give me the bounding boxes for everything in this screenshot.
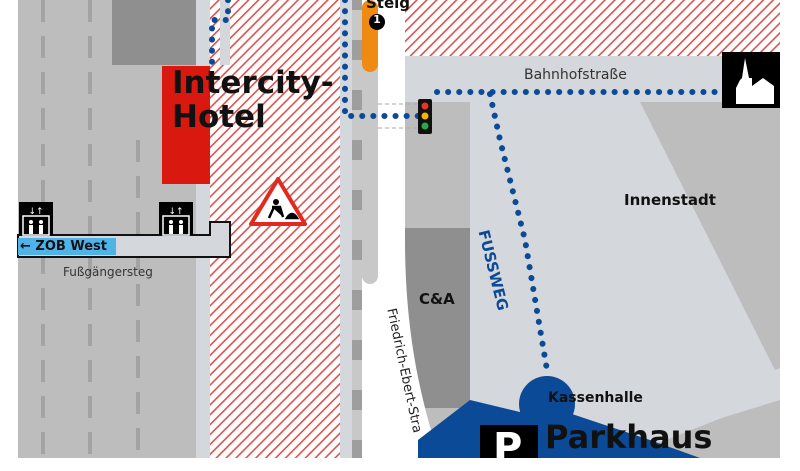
zob-west-sign[interactable] <box>18 238 116 255</box>
footpath-dots <box>209 0 723 379</box>
traffic-light-icon <box>418 99 432 134</box>
zob-west-label[interactable]: ← ZOB West <box>20 238 107 255</box>
hotel-label-line1: Intercity- <box>172 65 334 101</box>
svg-text:↓↑: ↓↑ <box>28 207 43 217</box>
elevator-icon: ↓↑ <box>19 202 53 236</box>
innenstadt-label: Innenstadt <box>624 191 716 209</box>
parking-symbol: P <box>493 425 523 471</box>
friedrich-ebert-strasse <box>362 0 440 458</box>
parkhaus-label: Parkhaus <box>545 418 713 456</box>
construction-area <box>210 0 340 458</box>
construction-area-top <box>405 0 780 56</box>
bahnhofstrasse-label: Bahnhofstraße <box>524 67 627 83</box>
steig-number: 1 <box>373 13 381 26</box>
church-icon <box>722 52 780 108</box>
hotel-label: Intercity- Hotel <box>172 66 334 134</box>
map-canvas: ↓↑ ↓↑ <box>17 0 780 458</box>
svg-text:↓↑: ↓↑ <box>168 207 183 217</box>
hotel-label-line2: Hotel <box>172 99 266 135</box>
zob-west-text: ZOB West <box>35 239 107 254</box>
arrow-left-icon: ← <box>20 239 36 254</box>
steig-label: Steig <box>366 0 411 12</box>
parking-icon <box>480 425 538 458</box>
c-and-a-label: C&A <box>419 290 455 308</box>
construction-warning-icon <box>249 177 307 226</box>
steig-number-badge <box>369 14 385 30</box>
fussgaengersteg-label: Fußgängersteg <box>63 265 153 279</box>
elevator-icon: ↓↑ <box>159 202 193 236</box>
kassenhalle-label: Kassenhalle <box>548 390 643 406</box>
